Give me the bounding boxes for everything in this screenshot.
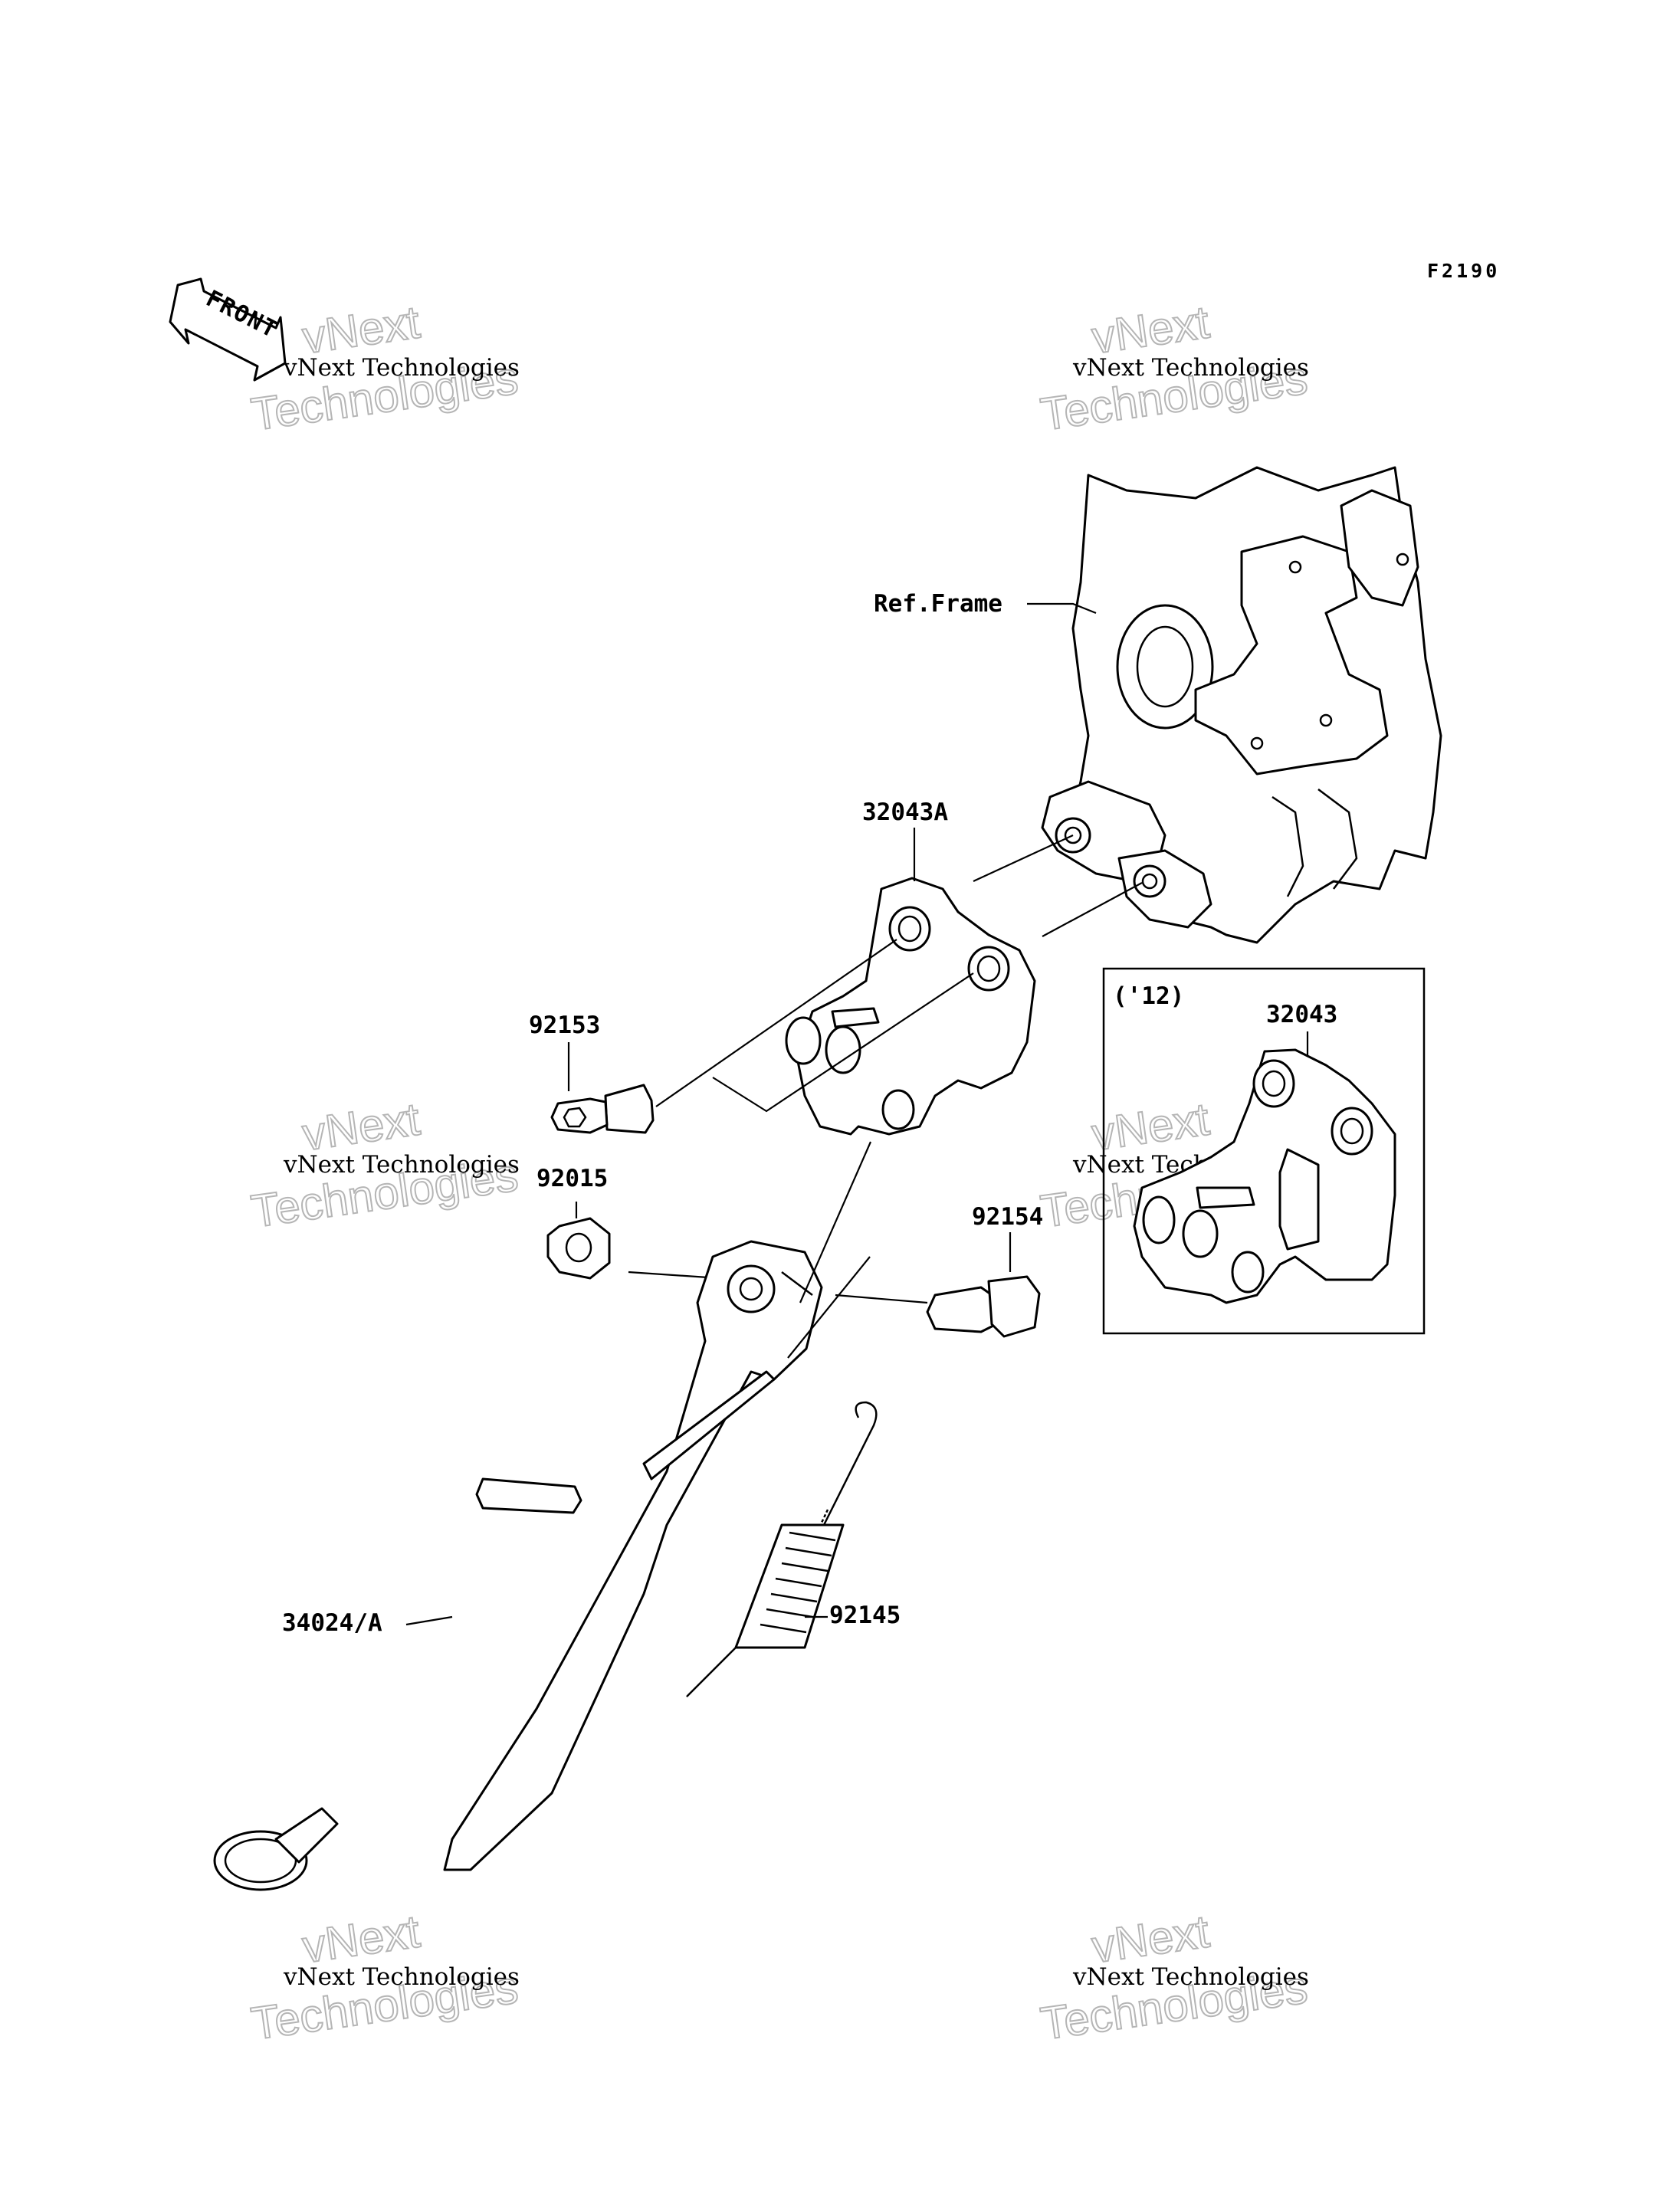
ref-frame-label: Ref.Frame: [874, 590, 1002, 618]
front-arrow-icon: FRONT: [169, 277, 287, 382]
bracket-a-label: 32043A: [862, 798, 948, 826]
pivot-bolt-label: 92154: [972, 1203, 1043, 1231]
bracket-label: 32043: [1266, 1001, 1337, 1028]
stand-leader: [787, 1256, 871, 1359]
spring-label: 92145: [829, 1602, 901, 1629]
watermark-caption: vNext Technologies: [283, 1151, 520, 1179]
stand-leader: [799, 1141, 872, 1303]
nut-92015: [546, 1217, 611, 1280]
frame-reference: [1041, 466, 1442, 944]
watermark-caption: vNext Technologies: [283, 1963, 520, 1991]
watermark-caption: vNext Technologies: [283, 354, 520, 382]
nut-label: 92015: [536, 1165, 608, 1192]
bolt-leader: [655, 939, 897, 1107]
assembly-line: [973, 835, 1074, 882]
bolt-leader: [712, 972, 974, 1113]
spring-92145: [686, 1401, 878, 1697]
pivot-bolt-92154: [926, 1275, 1041, 1338]
stand-label-leader: [405, 1615, 453, 1626]
bolt-92153: [550, 1084, 655, 1134]
stand-label: 34024/A: [282, 1609, 382, 1637]
pivot-bolt-leader: [835, 1294, 928, 1304]
watermark-caption: vNext Technologies: [1072, 354, 1309, 382]
inset-box: [1102, 967, 1426, 1335]
bolt-label: 92153: [529, 1012, 600, 1039]
bracket-32043: [1133, 1048, 1396, 1304]
figure-code: F2190: [1427, 260, 1500, 282]
ref-frame-leader: [1027, 602, 1097, 615]
assembly-line: [1042, 882, 1143, 937]
side-stand-34024a: [213, 1240, 823, 1891]
watermark-caption: vNext Technologies: [1072, 1963, 1309, 1991]
inset-title: ('12): [1113, 982, 1184, 1010]
bracket-32043a: [785, 877, 1036, 1136]
